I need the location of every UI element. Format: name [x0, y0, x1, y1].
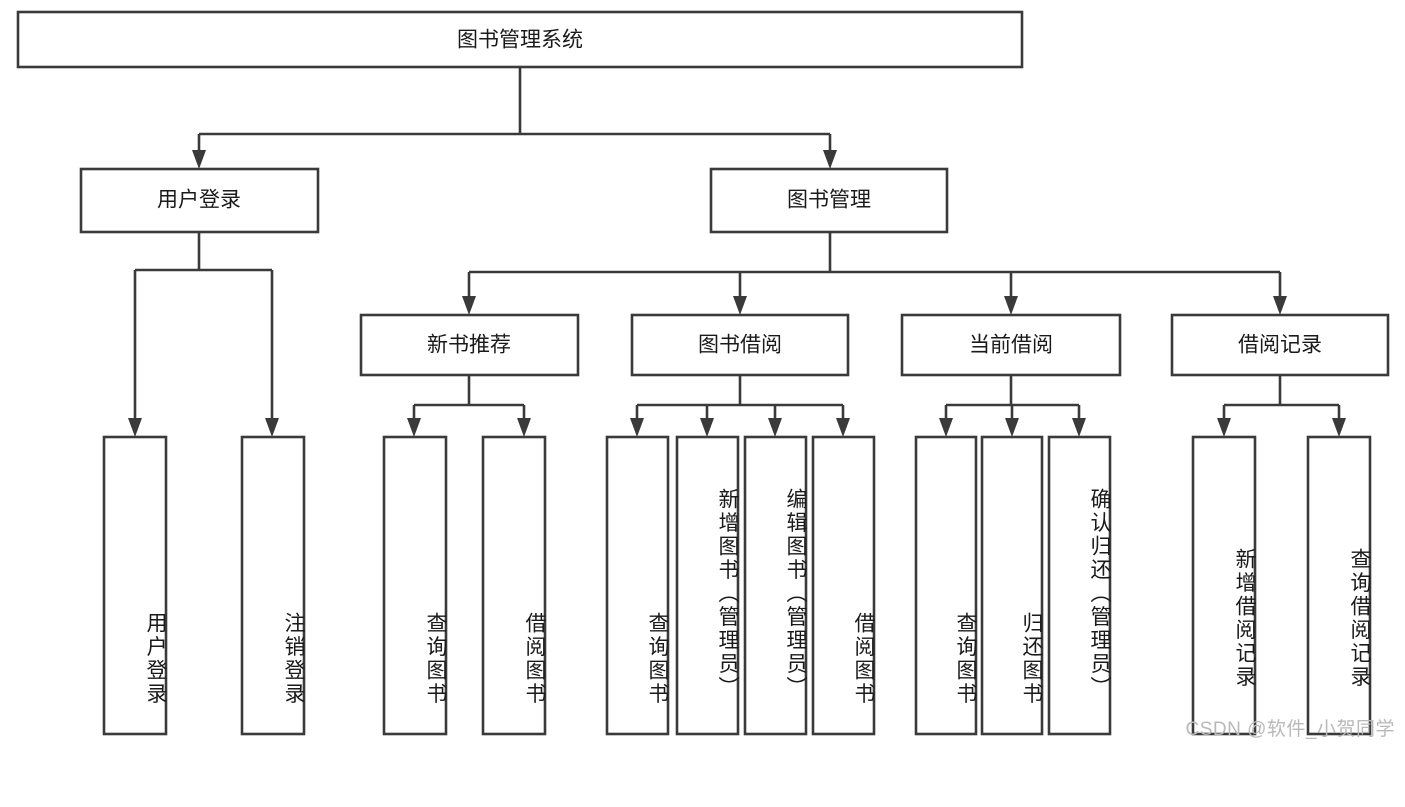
leaf-box-user-login-1[interactable] — [240, 435, 306, 736]
arrow-head-borrowrecord-leaf-2 — [1332, 418, 1346, 437]
node-borrow-record[interactable] — [1170, 313, 1390, 377]
leaf-box-borrow-record-0[interactable] — [1191, 435, 1257, 736]
leaf-box-new-book-0[interactable] — [382, 435, 448, 736]
arrow-head-currentborrow-leaf-3 — [1072, 418, 1086, 437]
arrow-head-leaf-user-login — [128, 418, 142, 437]
leaf-box-book-borrow-1[interactable] — [675, 435, 740, 736]
node-borrow-record-label: 借阅记录 — [1238, 334, 1322, 357]
arrow-head-currentborrow-leaf-1 — [939, 418, 953, 437]
leaf-box-current-borrow-2[interactable] — [1047, 435, 1112, 736]
node-new-book-recommend[interactable] — [359, 313, 580, 377]
node-layer: 图书管理系统 用户登录 图书管理 新书推荐 图书借阅 当前借阅 借阅记录 — [16, 10, 1390, 736]
leaf-box-user-login-0[interactable] — [102, 435, 168, 736]
arrow-head-currentborrow — [1004, 296, 1018, 315]
node-book-borrow-label: 图书借阅 — [698, 334, 782, 357]
leaf-box-current-borrow-0[interactable] — [914, 435, 978, 736]
leaf-box-book-borrow-0[interactable] — [605, 435, 670, 736]
diagram-canvas: 图书管理系统 用户登录 图书管理 新书推荐 图书借阅 当前借阅 借阅记录 — [16, 10, 1395, 740]
node-book-management[interactable] — [709, 167, 949, 234]
arrow-head-userlogin — [192, 150, 206, 169]
diagram-svg: 图书管理系统 用户登录 图书管理 新书推荐 图书借阅 当前借阅 借阅记录 — [16, 10, 1390, 736]
leaf-box-borrow-record-1[interactable] — [1306, 435, 1372, 736]
arrow-head-borrowrecord-leaf-1 — [1217, 418, 1231, 437]
node-new-book-recommend-label: 新书推荐 — [427, 334, 511, 357]
arrow-head-bookborrow — [733, 296, 747, 315]
node-book-borrow[interactable] — [630, 313, 850, 377]
node-root-label: 图书管理系统 — [457, 29, 583, 52]
leaf-box-new-book-1[interactable] — [481, 435, 547, 736]
node-root[interactable] — [16, 10, 1024, 69]
arrow-head-newbook-leaf-1 — [407, 418, 421, 437]
node-current-borrow-label: 当前借阅 — [969, 334, 1053, 357]
node-current-borrow[interactable] — [900, 313, 1122, 377]
arrow-head-bookmgmt — [823, 150, 837, 169]
arrow-head-bookborrow-leaf-3 — [768, 418, 782, 437]
connector-layer — [128, 67, 1346, 437]
arrow-head-newbook-leaf-2 — [517, 418, 531, 437]
node-user-login[interactable] — [79, 167, 320, 234]
leaf-box-book-borrow-3[interactable] — [811, 435, 876, 736]
arrow-head-leaf-logout — [265, 418, 279, 437]
node-book-management-label: 图书管理 — [787, 189, 871, 212]
arrow-head-newbook — [462, 296, 476, 315]
leaf-box-book-borrow-2[interactable] — [743, 435, 808, 736]
arrow-head-borrowrecord — [1273, 296, 1287, 315]
node-user-login-label: 用户登录 — [157, 189, 241, 212]
watermark-text: CSDN @软件_小贺同学 — [1185, 719, 1395, 740]
arrow-head-currentborrow-leaf-2 — [1005, 418, 1019, 437]
arrow-head-bookborrow-leaf-2 — [700, 418, 714, 437]
leaf-box-current-borrow-1[interactable] — [980, 435, 1044, 736]
arrow-head-bookborrow-leaf-1 — [630, 418, 644, 437]
arrow-head-bookborrow-leaf-4 — [836, 418, 850, 437]
